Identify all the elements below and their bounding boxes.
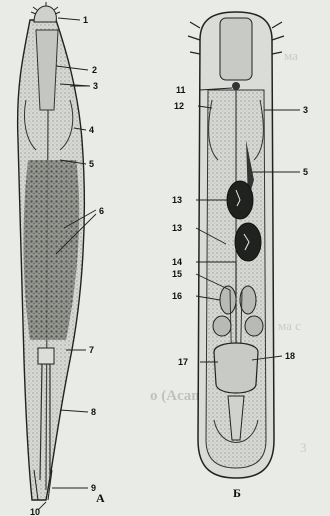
worm-b-testis-lower bbox=[235, 223, 261, 261]
worm-b-proboscis bbox=[220, 18, 252, 80]
worm-a-proboscis bbox=[34, 6, 56, 22]
worm-b-bursa bbox=[214, 343, 258, 393]
label-a-10: 10 bbox=[30, 507, 40, 516]
bg-fragment-1: ма bbox=[284, 48, 298, 63]
label-b-18: 18 bbox=[285, 351, 295, 361]
label-b-12: 12 bbox=[174, 101, 184, 111]
label-b-5: 5 bbox=[303, 167, 308, 177]
label-b-14: 14 bbox=[172, 257, 182, 267]
label-a-4: 4 bbox=[89, 125, 94, 135]
bg-fragment-2: ма с bbox=[278, 318, 301, 333]
figure-a-worm: 1 2 3 4 5 6 7 8 9 10 A bbox=[18, 2, 105, 516]
label-b-13a: 13 bbox=[172, 195, 182, 205]
label-b-3: 3 bbox=[303, 105, 308, 115]
label-a-5: 5 bbox=[89, 159, 94, 169]
worm-a-sheath bbox=[36, 30, 58, 110]
label-b-13b: 13 bbox=[172, 223, 182, 233]
label-a-2: 2 bbox=[92, 65, 97, 75]
label-a-8: 8 bbox=[91, 407, 96, 417]
label-b-16: 16 bbox=[172, 291, 182, 301]
label-b-15: 15 bbox=[172, 269, 182, 279]
label-a-7: 7 bbox=[89, 345, 94, 355]
figure-a-letter: A bbox=[96, 491, 105, 505]
label-b-17: 17 bbox=[178, 357, 188, 367]
worm-b-ganglion bbox=[232, 82, 240, 90]
label-a-6: 6 bbox=[99, 206, 104, 216]
label-a-3: 3 bbox=[93, 81, 98, 91]
figure-b-male: 11 12 3 5 13 13 14 15 16 17 18 Б bbox=[172, 12, 308, 500]
label-b-11: 11 bbox=[176, 85, 186, 95]
label-a-1: 1 bbox=[83, 15, 88, 25]
bg-fragment-3: 3 bbox=[300, 440, 307, 455]
worm-a-uterine-bell bbox=[38, 348, 54, 364]
figure-b-letter: Б bbox=[233, 486, 241, 500]
